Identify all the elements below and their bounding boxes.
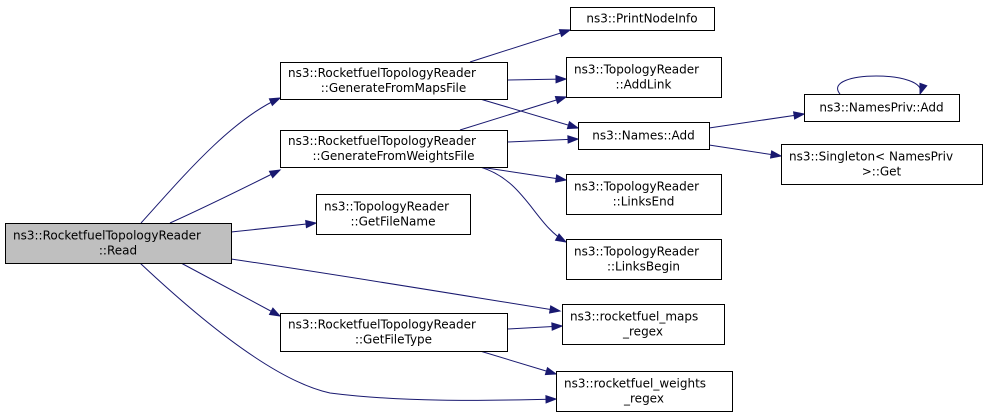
node-label-line: ns3::TopologyReader bbox=[574, 245, 699, 259]
node-box bbox=[578, 122, 710, 150]
node-get-file-name[interactable]: ns3::TopologyReader::GetFileName bbox=[316, 194, 471, 235]
node-box bbox=[280, 130, 508, 168]
node-label-line: ns3::RocketfuelTopologyReader bbox=[13, 229, 201, 243]
node-box bbox=[566, 57, 722, 98]
node-weights-regex[interactable]: ns3::rocketfuel_weights_regex bbox=[556, 371, 733, 412]
edge-names-add-to-namespriv-add bbox=[708, 111, 806, 129]
node-label-line: ns3::Singleton< NamesPriv bbox=[789, 150, 953, 164]
edge-read-to-maps-regex bbox=[230, 258, 562, 314]
edge-names-add-to-singleton-get bbox=[708, 144, 783, 159]
node-label-line: ns3::Names::Add bbox=[592, 129, 695, 143]
node-box bbox=[316, 194, 471, 235]
node-gen-maps[interactable]: ns3::RocketfuelTopologyReader::GenerateF… bbox=[280, 62, 508, 100]
node-label-line: >::Get bbox=[862, 165, 902, 179]
edge-gen-maps-to-print-node-info bbox=[469, 29, 572, 63]
node-label-line: ::LinksEnd bbox=[613, 195, 675, 209]
node-label-line: ::Read bbox=[99, 244, 137, 258]
node-label-line: ns3::RocketfuelTopologyReader bbox=[288, 318, 476, 332]
node-label-line: ::GetFileType bbox=[355, 333, 432, 347]
node-label-line: ns3::NamesPriv::Add bbox=[819, 101, 943, 115]
edge-read-to-gen-weights bbox=[169, 169, 282, 224]
edge-get-file-type-to-weights-regex bbox=[479, 350, 558, 376]
node-read[interactable]: ns3::RocketfuelTopologyReader::Read bbox=[5, 223, 232, 264]
edge-gen-weights-to-links-end bbox=[479, 166, 568, 183]
node-label-line: ::LinksBegin bbox=[607, 260, 680, 274]
node-box bbox=[556, 371, 733, 412]
node-label-line: ::AddLink bbox=[616, 78, 672, 92]
node-label-line: ns3::RocketfuelTopologyReader bbox=[288, 66, 476, 80]
node-box bbox=[280, 62, 508, 100]
node-box bbox=[5, 223, 232, 264]
edge-gen-maps-to-add-link bbox=[506, 74, 568, 84]
node-box bbox=[804, 94, 960, 122]
node-maps-regex[interactable]: ns3::rocketfuel_maps_regex bbox=[562, 304, 725, 345]
edge-gen-weights-to-links-begin bbox=[479, 166, 568, 243]
edge-namespriv-add-to-namespriv-add bbox=[837, 75, 928, 96]
edge-gen-weights-to-add-link bbox=[459, 96, 568, 131]
node-label-line: _regex bbox=[623, 392, 664, 406]
node-label-line: ns3::PrintNodeInfo bbox=[586, 12, 697, 26]
edges-layer bbox=[139, 29, 928, 404]
node-label-line: ::GenerateFromWeightsFile bbox=[313, 149, 475, 163]
edge-read-to-weights-regex bbox=[139, 262, 558, 404]
node-gen-weights[interactable]: ns3::RocketfuelTopologyReader::GenerateF… bbox=[280, 130, 508, 168]
edge-read-to-get-file-type bbox=[180, 262, 282, 317]
node-label-line: ns3::TopologyReader bbox=[574, 63, 699, 77]
node-namespriv-add[interactable]: ns3::NamesPriv::Add bbox=[804, 94, 960, 122]
node-label-line: ::GenerateFromMapsFile bbox=[321, 81, 467, 95]
node-label-line: ns3::rocketfuel_weights bbox=[564, 377, 706, 391]
node-box bbox=[570, 7, 715, 31]
node-add-link[interactable]: ns3::TopologyReader::AddLink bbox=[566, 57, 722, 98]
node-box bbox=[781, 144, 983, 185]
node-print-node-info[interactable]: ns3::PrintNodeInfo bbox=[570, 7, 715, 31]
node-box bbox=[562, 304, 725, 345]
node-box bbox=[280, 313, 508, 352]
node-get-file-type[interactable]: ns3::RocketfuelTopologyReader::GetFileTy… bbox=[280, 313, 508, 352]
node-box bbox=[566, 174, 722, 215]
node-label-line: ns3::TopologyReader bbox=[324, 200, 449, 214]
node-label-line: ns3::TopologyReader bbox=[574, 180, 699, 194]
node-label-line: ::GetFileName bbox=[351, 215, 436, 229]
node-label-line: _regex bbox=[622, 325, 663, 339]
edge-gen-weights-to-names-add bbox=[506, 135, 580, 144]
edge-read-to-get-file-name bbox=[230, 219, 318, 233]
node-names-add[interactable]: ns3::Names::Add bbox=[578, 122, 710, 150]
edge-gen-maps-to-names-add bbox=[479, 98, 580, 130]
node-label-line: ns3::rocketfuel_maps bbox=[570, 310, 698, 324]
nodes-layer: ns3::RocketfuelTopologyReader::Readns3::… bbox=[5, 7, 983, 412]
node-label-line: ns3::RocketfuelTopologyReader bbox=[288, 134, 476, 148]
edge-get-file-type-to-maps-regex bbox=[506, 322, 564, 331]
node-links-end[interactable]: ns3::TopologyReader::LinksEnd bbox=[566, 174, 722, 215]
node-singleton-get[interactable]: ns3::Singleton< NamesPriv>::Get bbox=[781, 144, 983, 185]
edge-read-to-gen-maps bbox=[140, 97, 282, 224]
node-links-begin[interactable]: ns3::TopologyReader::LinksBegin bbox=[566, 239, 722, 280]
node-box bbox=[566, 239, 722, 280]
